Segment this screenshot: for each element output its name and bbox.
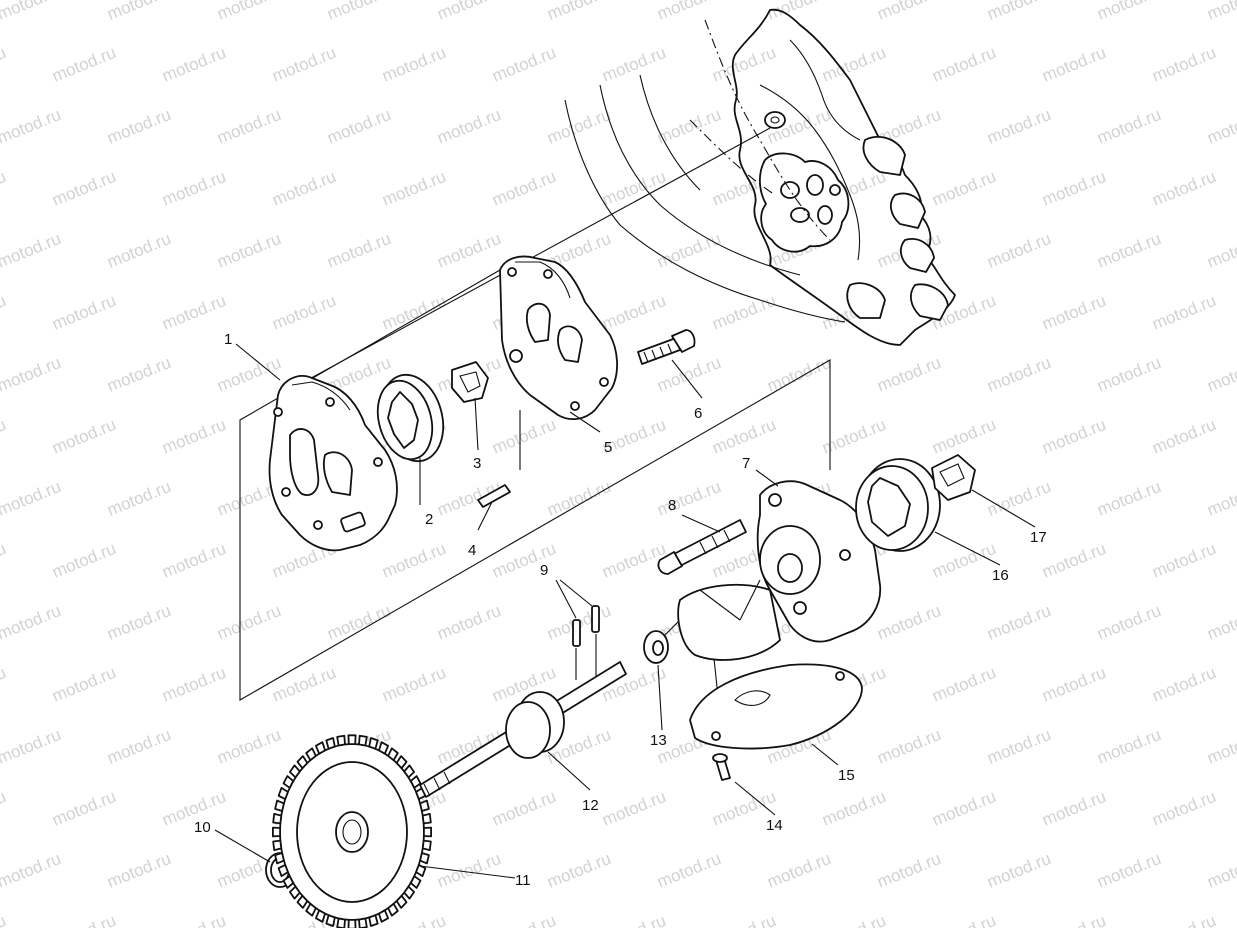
label-14: 14 bbox=[766, 817, 783, 834]
gear-tooth bbox=[271, 826, 282, 838]
gear-tooth bbox=[415, 864, 427, 877]
gear-tooth bbox=[282, 875, 295, 889]
part-2-outer-rotor bbox=[376, 373, 445, 463]
gear-tooth bbox=[277, 864, 289, 877]
gear-tooth bbox=[296, 755, 309, 770]
label-7: 7 bbox=[742, 455, 750, 472]
gear-tooth bbox=[421, 839, 432, 851]
gear-tooth bbox=[325, 737, 336, 750]
gear-tooth bbox=[336, 734, 346, 747]
gear-tooth bbox=[277, 787, 289, 800]
gear-tooth bbox=[395, 755, 408, 770]
part-14-screw bbox=[712, 753, 731, 781]
gear-tooth bbox=[368, 737, 379, 750]
gear-tooth bbox=[421, 813, 432, 825]
gear-teeth bbox=[271, 734, 433, 928]
gear-tooth bbox=[422, 826, 433, 838]
part-9-pins bbox=[572, 605, 600, 680]
crankcase-housing bbox=[564, 8, 956, 346]
gear-tooth bbox=[419, 852, 430, 865]
part-8-bolt bbox=[657, 519, 747, 575]
label-10: 10 bbox=[194, 819, 211, 836]
gear-tooth bbox=[419, 799, 430, 812]
part-12-pump-shaft bbox=[419, 661, 627, 798]
gear-tooth bbox=[387, 902, 399, 917]
gear-tooth bbox=[314, 909, 327, 923]
part-4-dowel-pin bbox=[477, 484, 511, 508]
part-3-inner-rotor bbox=[451, 361, 489, 403]
gear-tooth bbox=[358, 734, 368, 747]
label-4: 4 bbox=[468, 542, 476, 559]
gear-tooth bbox=[409, 775, 422, 789]
gear-tooth bbox=[314, 741, 327, 755]
gear-tooth bbox=[288, 764, 301, 779]
gear-tooth bbox=[358, 917, 368, 928]
label-17: 17 bbox=[1030, 529, 1047, 546]
gear-tooth bbox=[288, 885, 301, 900]
gear-tooth bbox=[368, 914, 379, 927]
gear-tooth bbox=[403, 885, 416, 900]
gear-tooth bbox=[377, 909, 390, 923]
label-1: 1 bbox=[224, 331, 232, 348]
gear-tooth bbox=[395, 894, 408, 909]
gear-tooth bbox=[296, 894, 309, 909]
gear-tooth bbox=[336, 917, 346, 928]
label-9: 9 bbox=[540, 562, 548, 579]
part-7-pump-housing bbox=[677, 480, 882, 661]
gear-tooth bbox=[387, 747, 399, 762]
gear-tooth bbox=[347, 734, 357, 745]
gear-tooth bbox=[272, 813, 283, 825]
label-8: 8 bbox=[668, 497, 676, 514]
gear-tooth bbox=[403, 764, 416, 779]
label-16: 16 bbox=[992, 567, 1009, 584]
label-15: 15 bbox=[838, 767, 855, 784]
label-11: 11 bbox=[515, 872, 531, 889]
gear-tooth bbox=[305, 747, 317, 762]
gear-tooth bbox=[305, 902, 317, 917]
gear-tooth bbox=[282, 775, 295, 789]
part-17-inner-rotor bbox=[931, 454, 976, 501]
part-6-bolt bbox=[637, 329, 696, 365]
gear-tooth bbox=[272, 839, 283, 851]
label-5: 5 bbox=[604, 439, 612, 456]
part-1-pump-body bbox=[268, 375, 398, 552]
part-16-outer-rotor bbox=[855, 458, 941, 552]
label-6: 6 bbox=[694, 405, 702, 422]
label-2: 2 bbox=[425, 511, 433, 528]
gear-tooth bbox=[377, 741, 390, 755]
gear-tooth bbox=[274, 852, 285, 865]
gear-tooth bbox=[274, 799, 285, 812]
leader-lines bbox=[214, 343, 1036, 879]
part-15-cover-plate bbox=[689, 663, 863, 750]
part-labels: 1 2 3 4 5 6 7 8 9 10 11 12 13 14 15 16 1… bbox=[194, 331, 1047, 889]
part-13-washer bbox=[643, 630, 669, 664]
part-11-drive-gear bbox=[271, 734, 433, 928]
gear-tooth bbox=[325, 914, 336, 927]
label-3: 3 bbox=[473, 455, 481, 472]
label-12: 12 bbox=[582, 797, 599, 814]
part-5-pump-plate bbox=[499, 255, 618, 421]
label-13: 13 bbox=[650, 732, 667, 749]
gear-tooth bbox=[347, 919, 357, 928]
gear-tooth bbox=[409, 875, 422, 889]
